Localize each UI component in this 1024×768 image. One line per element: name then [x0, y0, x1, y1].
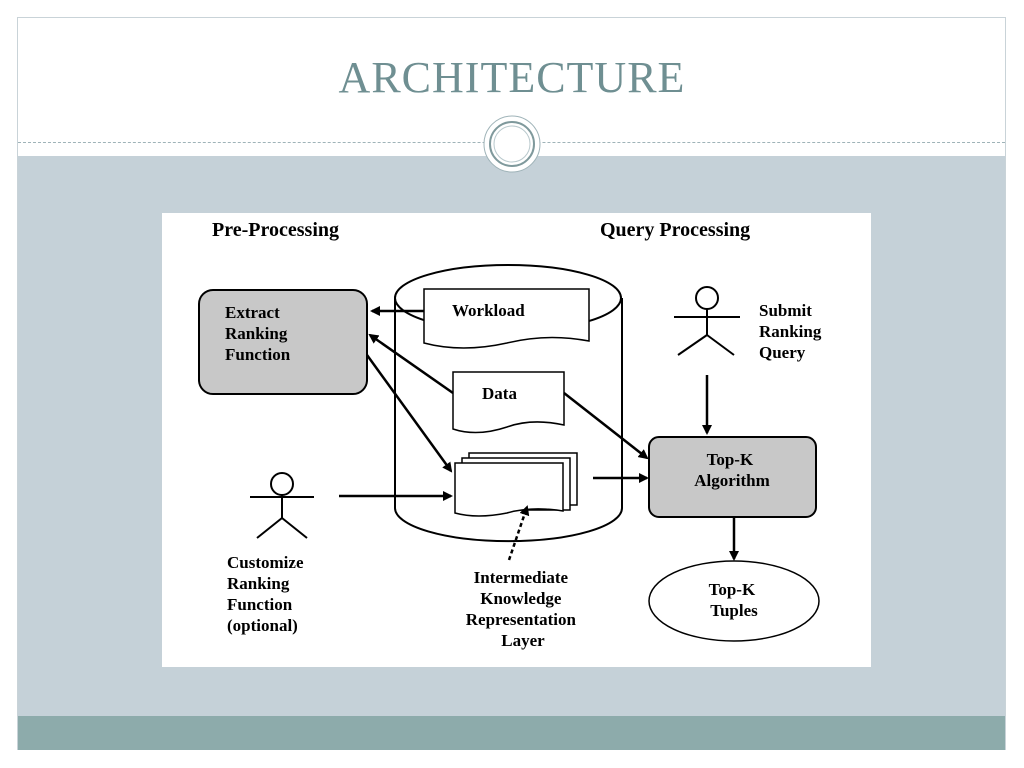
arrow-label-to-layer — [507, 505, 530, 561]
bottom-band — [18, 716, 1005, 750]
architecture-diagram: Pre-Processing Query Processing Workload… — [162, 213, 871, 667]
arrow-data-to-topk — [563, 392, 649, 460]
queryprocessing-heading: Query Processing — [600, 219, 750, 241]
query-user-icon — [674, 286, 740, 356]
intermediate-layer-stack — [454, 452, 578, 517]
data-label: Data — [482, 384, 517, 403]
topk-algorithm-box: Top-K Algorithm — [648, 436, 817, 518]
extract-ranking-function-box: Extract Ranking Function — [198, 289, 368, 395]
arrow-data-to-extract — [368, 333, 454, 395]
circle-ornament-icon — [483, 115, 541, 173]
submit-query-label: Submit Ranking Query — [759, 301, 826, 362]
slide-title: ARCHITECTURE — [338, 53, 686, 102]
customize-label: Customize Ranking Function (optional) — [227, 553, 308, 635]
data-document: Data — [452, 371, 565, 434]
preprocessing-heading: Pre-Processing — [212, 219, 339, 241]
diagram-arrows — [339, 306, 739, 561]
workload-document: Workload — [423, 288, 590, 349]
arrow-extract-to-layer — [365, 354, 453, 473]
extract-label: Extract Ranking Function — [225, 303, 292, 364]
topk-algorithm-label: Top-K Algorithm — [694, 450, 770, 490]
customize-user-icon — [250, 472, 314, 539]
intermediate-label: Intermediate Knowledge Representation La… — [466, 568, 580, 650]
topk-tuples-ellipse: Top-K Tuples — [648, 560, 820, 642]
workload-label: Workload — [452, 301, 525, 320]
diagram-canvas: Pre-Processing Query Processing Workload… — [198, 219, 826, 650]
topk-tuples-label: Top-K Tuples — [709, 580, 760, 620]
